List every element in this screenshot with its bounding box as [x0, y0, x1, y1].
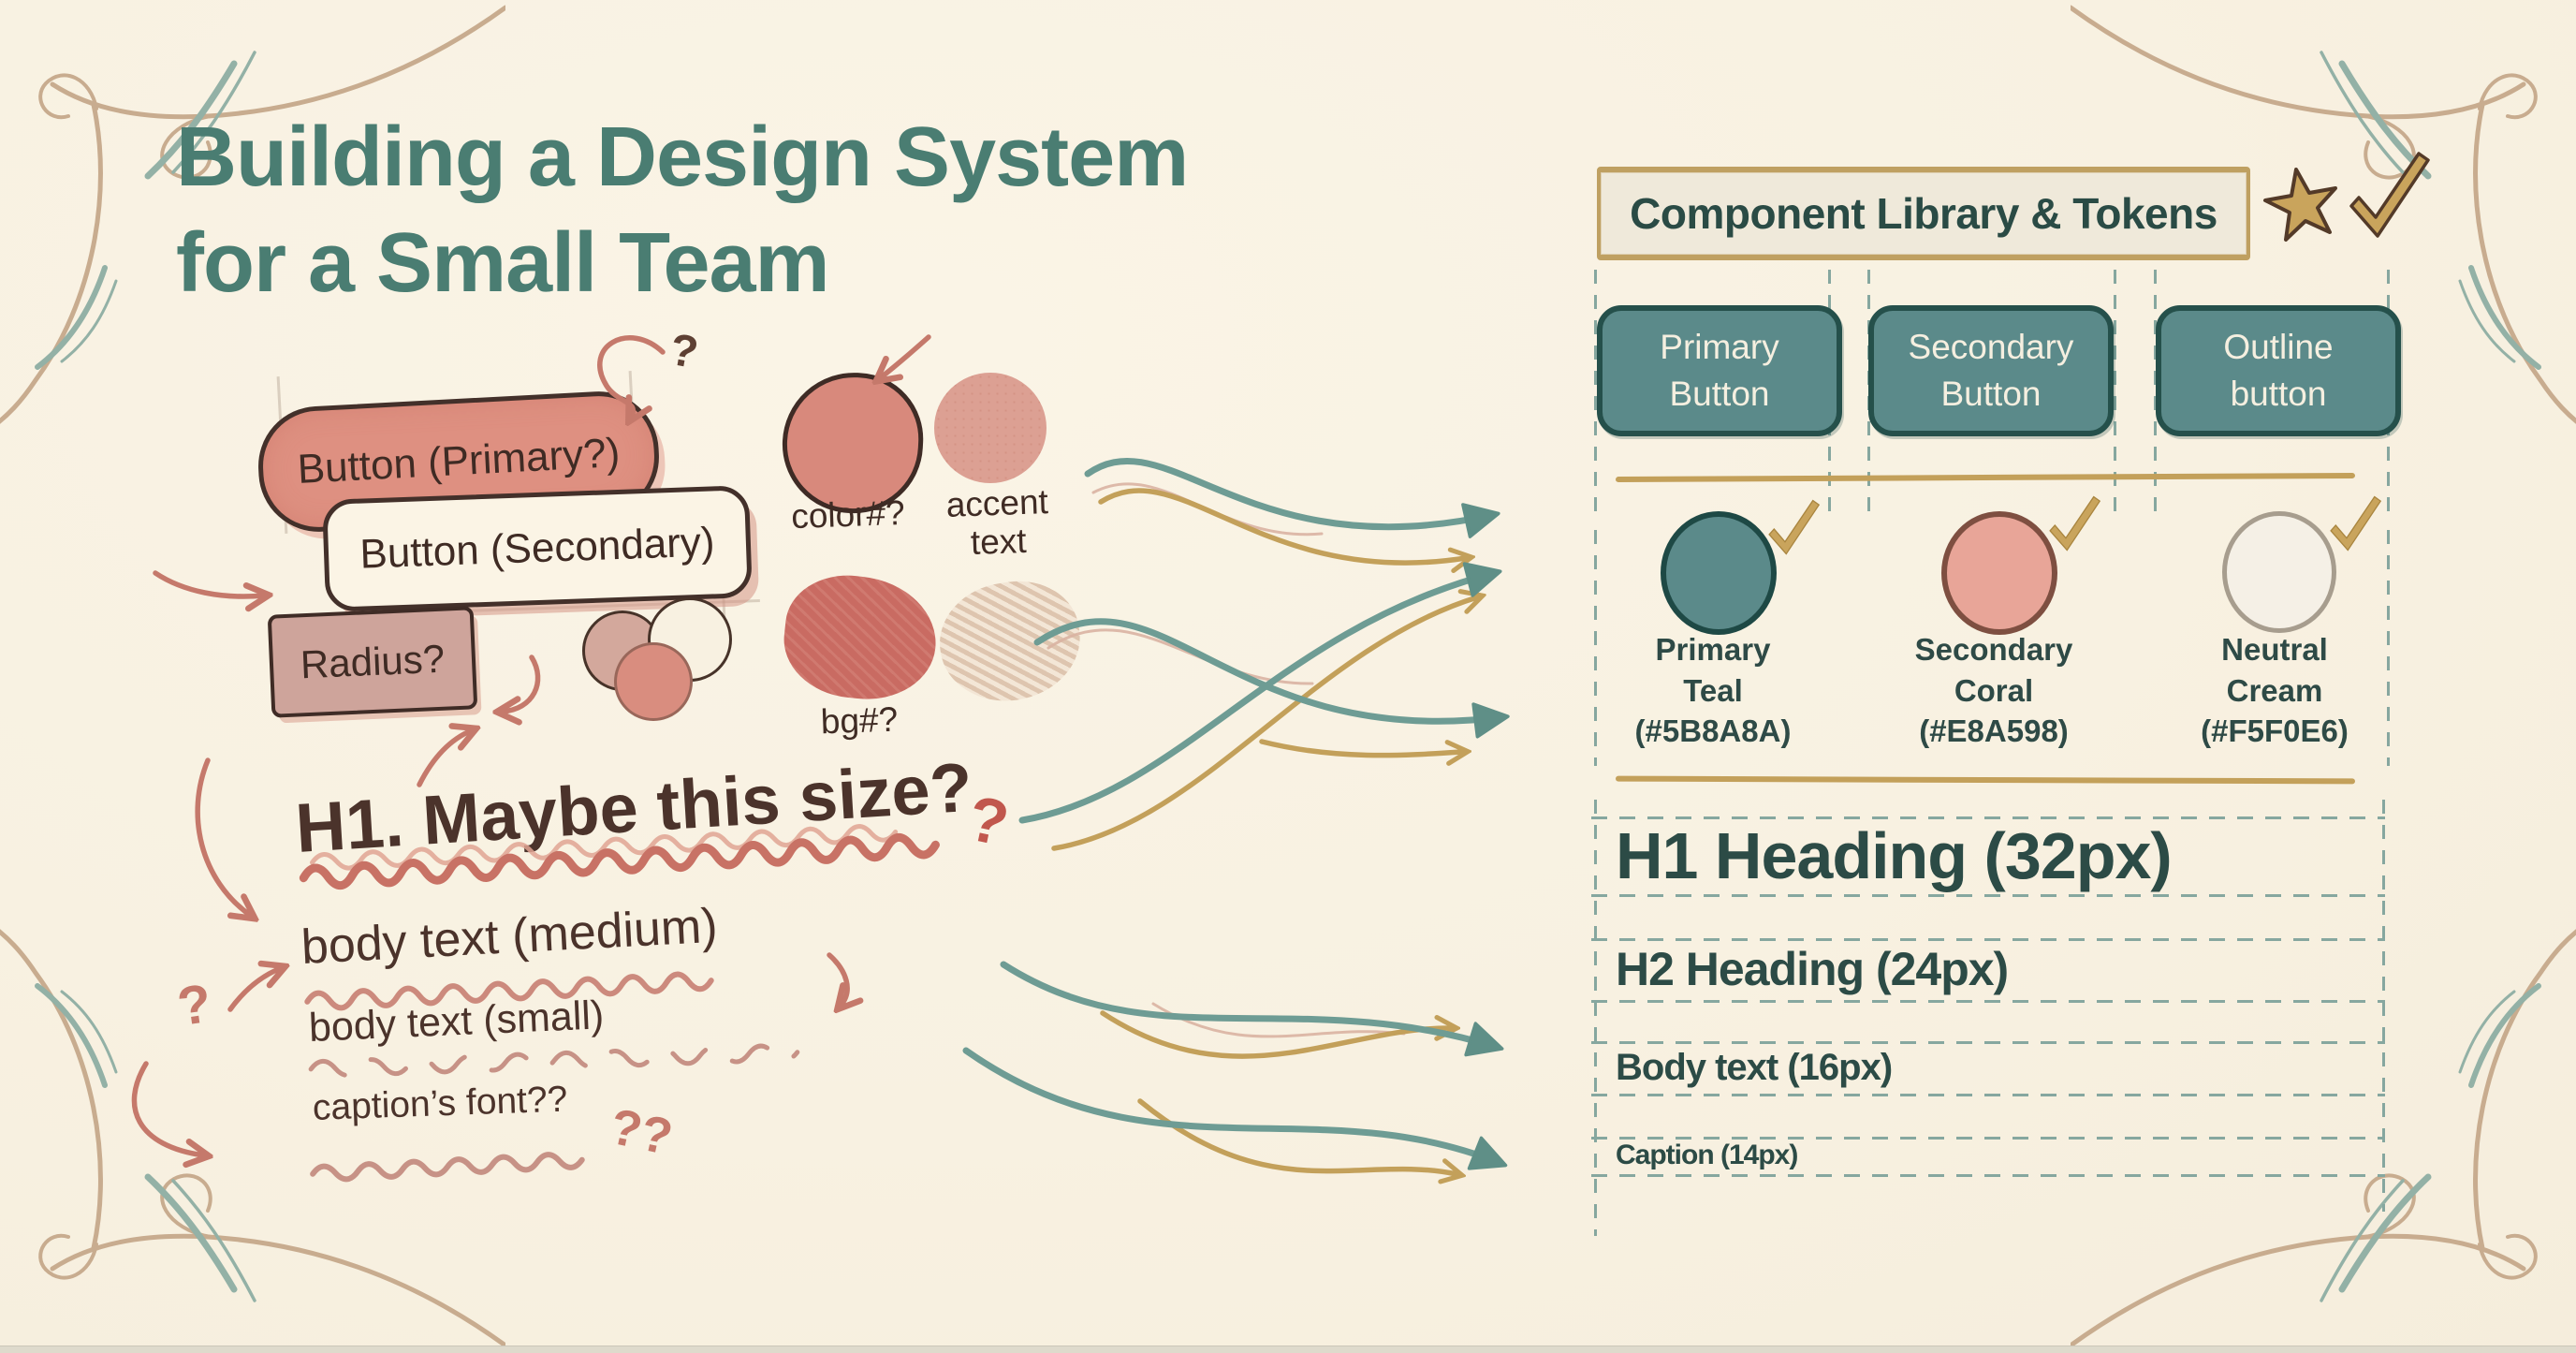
star-and-check — [2263, 152, 2430, 242]
secondary-button-label-2: Button — [1940, 375, 2042, 413]
guide-dashed-vertical — [1594, 530, 1597, 766]
type-row-h2: H2 Heading (24px) — [1591, 938, 2387, 1000]
page-title: Building a Design System for a Small Tea… — [176, 105, 1189, 317]
outline-button[interactable]: Outline button — [2156, 305, 2401, 436]
guide-dashed-vertical — [2387, 530, 2390, 766]
guide-dashed-vertical — [2114, 270, 2116, 521]
star-icon — [2263, 168, 2337, 242]
type-row-caption: Caption (14px) — [1591, 1137, 2387, 1174]
page-title-line-2: for a Small Team — [176, 216, 830, 311]
panel-header-box: Component Library & Tokens — [1597, 167, 2250, 260]
swatch-label-neutral-cream: Neutral Cream (#F5F0E6) — [2153, 629, 2396, 752]
guide-dashed-horizontal — [1591, 1041, 2385, 1044]
check-icon — [2349, 152, 2430, 238]
check-icon — [2330, 495, 2382, 551]
flourish-top-left — [0, 5, 505, 424]
type-sample-h1: H1 Heading (32px) — [1616, 819, 2173, 892]
check-icon — [1768, 499, 1821, 555]
guide-dashed-vertical — [1594, 800, 1597, 1236]
guide-dashed-horizontal — [1591, 938, 2385, 941]
guide-dashed-horizontal — [1591, 1174, 2385, 1177]
outline-button-label-2: button — [2230, 375, 2327, 413]
guide-dashed-vertical — [2154, 270, 2157, 521]
sketch-caption-underline — [310, 1152, 585, 1183]
guide-dashed-horizontal — [1591, 816, 2385, 819]
type-sample-h2: H2 Heading (24px) — [1616, 943, 2009, 995]
sketch-body-small-underline — [308, 1043, 800, 1078]
swatch-label-secondary-coral: Secondary Coral (#E8A598) — [1872, 629, 2115, 752]
sketch-body-medium-underline — [304, 971, 714, 1011]
swatch-label-primary-teal: Primary Teal (#5B8A8A) — [1591, 629, 1835, 752]
outline-button-label-1: Outline — [2223, 328, 2334, 367]
sketch-venn-circle-bottom — [614, 642, 693, 721]
primary-button-label-2: Button — [1669, 375, 1770, 413]
guide-dashed-horizontal — [1591, 1000, 2385, 1003]
check-icon — [2049, 495, 2101, 551]
guide-dashed-horizontal — [1591, 1137, 2385, 1140]
gold-divider-top — [1615, 472, 2356, 483]
sketch-annotation-arrows — [131, 334, 931, 1227]
secondary-button[interactable]: Secondary Button — [1868, 305, 2114, 436]
swatch-hex: (#F5F0E6) — [2201, 713, 2349, 749]
sketch-h1-underline — [299, 824, 940, 890]
secondary-button-label-1: Secondary — [1908, 328, 2074, 367]
swatch-primary-teal — [1661, 511, 1777, 635]
panel-header-label: Component Library & Tokens — [1630, 189, 2217, 238]
guide-dashed-vertical — [1594, 270, 1597, 521]
guide-dashed-horizontal — [1591, 1094, 2385, 1096]
swatch-neutral-cream — [2222, 511, 2336, 633]
guide-dashed-vertical — [2382, 800, 2385, 1212]
swatch-hex: (#5B8A8A) — [1634, 713, 1792, 749]
primary-button[interactable]: Primary Button — [1597, 305, 1842, 436]
type-row-h1: H1 Heading (32px) — [1591, 816, 2387, 895]
paper-bottom-edge — [0, 1346, 2576, 1353]
type-sample-body: Body text (16px) — [1616, 1046, 1893, 1088]
type-row-body: Body text (16px) — [1591, 1041, 2387, 1094]
primary-button-label-1: Primary — [1660, 328, 1779, 367]
type-sample-caption: Caption (14px) — [1616, 1140, 1798, 1170]
flow-arrows — [962, 457, 1510, 1227]
flourish-bottom-right — [2071, 923, 2576, 1348]
flourish-bottom-left — [0, 923, 505, 1348]
swatch-hex: (#E8A598) — [1919, 713, 2069, 749]
page-title-line-1: Building a Design System — [176, 110, 1189, 204]
gold-divider-bottom — [1615, 775, 2356, 785]
sketch-accent-circle — [934, 373, 1046, 483]
swatch-secondary-coral — [1941, 511, 2057, 635]
guide-dashed-horizontal — [1591, 894, 2385, 897]
